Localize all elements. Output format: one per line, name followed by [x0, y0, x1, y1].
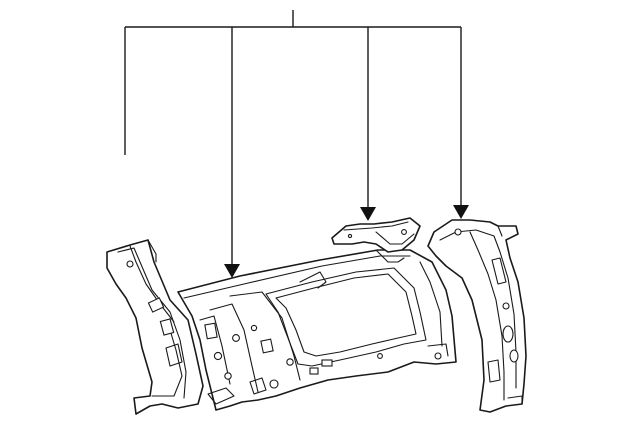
part-quarter-inner-panel	[177, 249, 457, 411]
arrow-head-right-pillar	[453, 205, 469, 219]
arrow-head-gusset	[360, 207, 376, 221]
callout-leader	[124, 10, 462, 265]
part-rear-corner-pillar-left	[106, 239, 204, 415]
arrow-head-inner-panel	[224, 264, 240, 278]
part-upper-gusset	[331, 217, 421, 253]
part-rear-pillar-right	[427, 219, 527, 413]
